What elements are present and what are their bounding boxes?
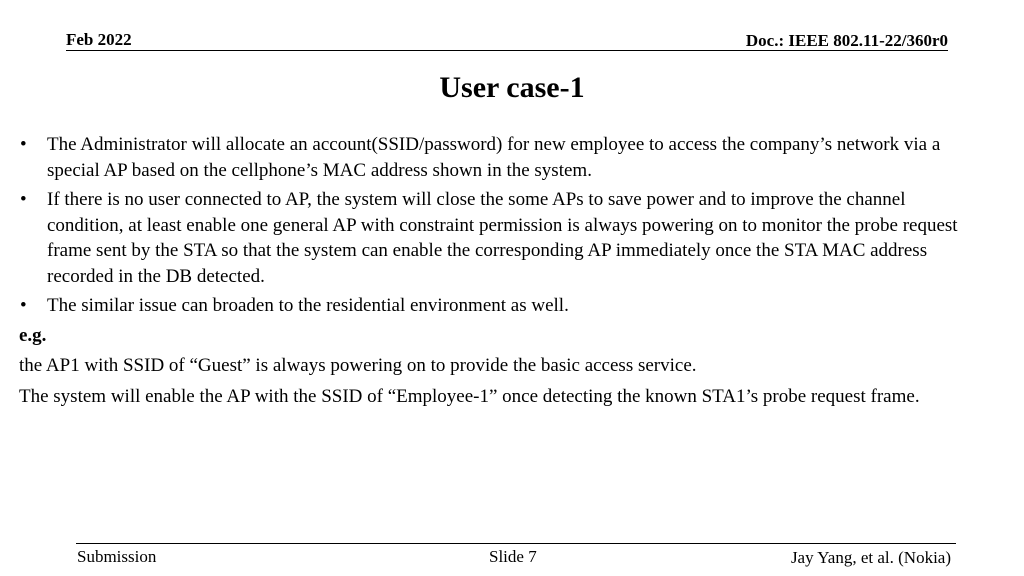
example-line: the AP1 with SSID of “Guest” is always p… bbox=[19, 355, 697, 376]
header-date: Feb 2022 bbox=[66, 30, 132, 49]
bullet-text: The similar issue can broaden to the res… bbox=[47, 295, 569, 316]
bullet-dot-icon: • bbox=[20, 134, 27, 155]
footer-authors: Jay Yang, et al. (Nokia) bbox=[790, 548, 951, 567]
header-divider bbox=[66, 50, 948, 51]
bullet-item: • The Administrator will allocate an acc… bbox=[19, 132, 979, 183]
example-label: e.g. bbox=[19, 324, 47, 346]
bullet-text: The Administrator will allocate an accou… bbox=[47, 134, 941, 181]
header-doc-id: Doc.: IEEE 802.11-22/360r0 bbox=[745, 31, 948, 50]
footer-divider bbox=[76, 543, 956, 544]
bullet-item: • The similar issue can broaden to the r… bbox=[19, 293, 979, 319]
bullet-item: • If there is no user connected to AP, t… bbox=[19, 187, 979, 289]
bullet-dot-icon: • bbox=[20, 295, 27, 316]
bullet-text: If there is no user connected to AP, the… bbox=[47, 189, 958, 287]
example-line: The system will enable the AP with the S… bbox=[19, 385, 920, 407]
footer-slide-number: Slide 7 bbox=[489, 547, 537, 566]
footer-submission: Submission bbox=[77, 547, 157, 566]
slide-content: • The Administrator will allocate an acc… bbox=[19, 132, 979, 414]
slide-title: User case-1 bbox=[439, 71, 585, 104]
bullet-dot-icon: • bbox=[20, 189, 27, 210]
bullet-list: • The Administrator will allocate an acc… bbox=[19, 132, 979, 319]
